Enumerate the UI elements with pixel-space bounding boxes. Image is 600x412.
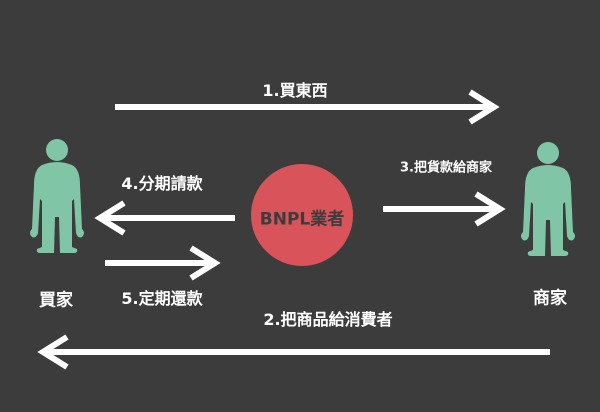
step-1-label: 1.買東西 bbox=[262, 81, 328, 100]
bnpl-label: BNPL業者 bbox=[259, 209, 345, 230]
arrow-2-deliver bbox=[37, 334, 550, 370]
arrow-4-bill bbox=[94, 200, 235, 236]
bnpl-circle bbox=[251, 164, 353, 266]
step-5-label: 5.定期還款 bbox=[121, 289, 203, 308]
seller-label: 商家 bbox=[533, 288, 567, 309]
step-2-label: 2.把商品給消費者 bbox=[263, 310, 393, 329]
buyer-label: 買家 bbox=[39, 290, 73, 311]
seller-figure-icon bbox=[521, 142, 575, 256]
arrow-1-buy bbox=[115, 89, 500, 125]
arrow-5-repay bbox=[105, 245, 221, 281]
step-3-label: 3.把貨款給商家 bbox=[400, 160, 492, 176]
buyer-figure-icon bbox=[30, 139, 84, 253]
step-4-label: 4.分期請款 bbox=[121, 174, 203, 193]
arrow-3-pay-merchant bbox=[383, 191, 506, 227]
